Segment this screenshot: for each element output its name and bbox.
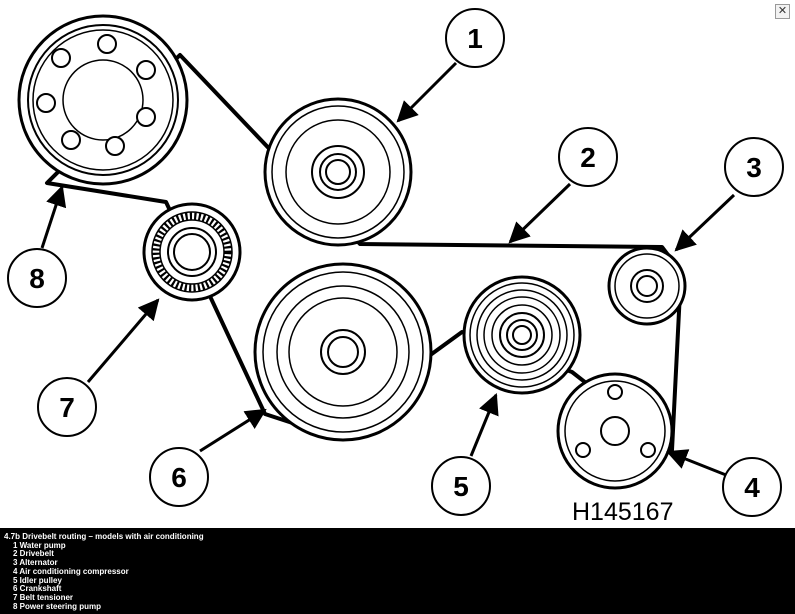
close-icon: ✕ xyxy=(777,4,788,17)
idler-pulley xyxy=(462,275,582,395)
callout-6: 6 xyxy=(149,447,209,507)
callout-label: 3 xyxy=(746,152,762,183)
legend-item-3: 3 Alternator xyxy=(13,558,58,568)
ac-compressor-pulley xyxy=(556,372,674,490)
callout-5: 5 xyxy=(431,456,491,516)
legend-item-4: 4 Air conditioning compressor xyxy=(13,566,129,576)
callout-label: 8 xyxy=(29,263,45,294)
callout-label: 4 xyxy=(744,472,760,503)
legend-item-6: 6 Crankshaft xyxy=(13,584,62,594)
legend-item-8: 8 Power steering pump xyxy=(13,601,102,611)
alternator-pulley xyxy=(607,246,687,326)
callout-2: 2 xyxy=(558,127,618,187)
callout-7: 7 xyxy=(37,377,97,437)
callout-8: 8 xyxy=(7,248,67,308)
drivebelt-diagram: 1 2 3 4 5 6 7 8 H145167 xyxy=(7,8,784,526)
callout-4: 4 xyxy=(722,457,782,517)
belt-tensioner-pulley xyxy=(142,202,242,302)
callout-label: 2 xyxy=(580,142,596,173)
callout-label: 5 xyxy=(453,471,469,502)
legend-item-1: 1 Water pump xyxy=(13,540,66,550)
callout-label: 1 xyxy=(467,23,483,54)
figure-caption: 4.7b Drivebelt routing – models with air… xyxy=(0,528,795,614)
callout-3: 3 xyxy=(724,137,784,197)
legend-item-2: 2 Drivebelt xyxy=(13,549,54,559)
callout-label: 7 xyxy=(59,392,75,423)
caption-title: 4.7b Drivebelt routing – models with air… xyxy=(4,532,204,541)
water-pump-pulley xyxy=(263,97,413,247)
legend-item-7: 7 Belt tensioner xyxy=(13,592,74,602)
power-steering-pump-pulley xyxy=(17,14,189,186)
callout-circles: 1 2 3 4 5 6 7 8 xyxy=(7,8,784,517)
callout-1: 1 xyxy=(445,8,505,68)
close-button[interactable]: ✕ xyxy=(775,4,790,19)
reference-code: H145167 xyxy=(572,498,673,526)
callout-label: 6 xyxy=(171,462,187,493)
crankshaft-pulley xyxy=(253,262,433,442)
callout-arrows xyxy=(40,61,736,477)
legend-item-5: 5 Idler pulley xyxy=(13,575,62,585)
